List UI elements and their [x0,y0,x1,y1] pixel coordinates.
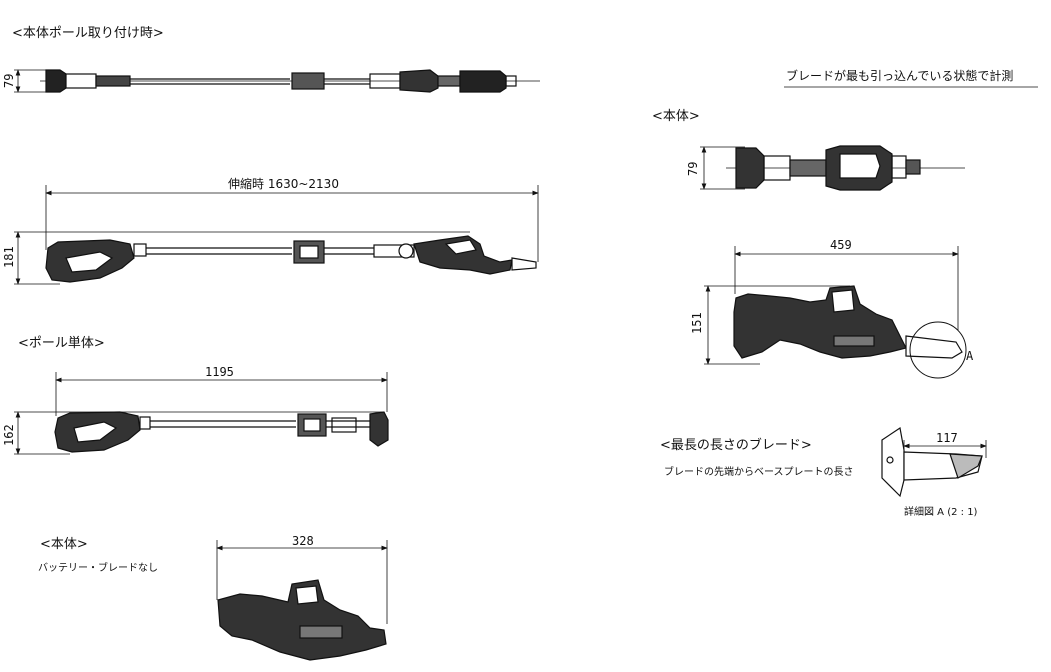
pole-attached-top-view [40,69,540,93]
body-top-view [726,145,965,191]
title-body-top: <本体> [652,109,700,124]
dim-pole-only-length [55,372,388,416]
pole-only-view [54,411,389,453]
title-longest-blade: <最長の長さのブレード> [660,437,812,453]
dim-pole-only-height [14,411,384,455]
label-pole-top-height: 79 [2,74,16,88]
detail-label-a: 詳細図 A (2 : 1) [904,505,978,518]
dim-body-top-height [700,146,745,190]
blade-detail-view [881,426,983,498]
label-body-height: 151 [690,312,704,334]
label-pole-side-height: 181 [2,246,16,268]
title-pole-attached: <本体ポール取り付け時> [12,26,164,41]
dim-telescopic-length [45,185,539,262]
label-body-only-length: 328 [292,534,314,548]
detail-marker-a: A [966,349,974,363]
note-measure-condition: ブレードが最も引っ込んでいる状態で計測 [786,68,1013,83]
label-telescopic-length: 伸縮時 1630~2130 [228,176,339,191]
label-body-top-height: 79 [686,162,700,176]
note-body-only: バッテリー・ブレードなし [38,561,158,574]
label-blade-length: 117 [936,431,958,445]
label-pole-only-height: 162 [2,424,16,446]
body-side-view [733,285,967,379]
label-body-length: 459 [830,238,852,252]
dim-body-height [704,285,850,365]
dim-body-only-length [216,540,388,624]
title-body-only: <本体> [40,537,88,552]
dim-pole-side-height [14,231,470,285]
dim-pole-top-height [14,69,46,93]
title-pole-only: <ポール単体> [18,335,105,351]
label-pole-only-length: 1195 [205,365,234,379]
dim-blade-length [903,440,987,458]
note-blade-length: ブレードの先端からベースプレートの長さ [664,465,854,478]
pole-attached-side-view [45,235,537,283]
body-only-view [217,579,387,661]
